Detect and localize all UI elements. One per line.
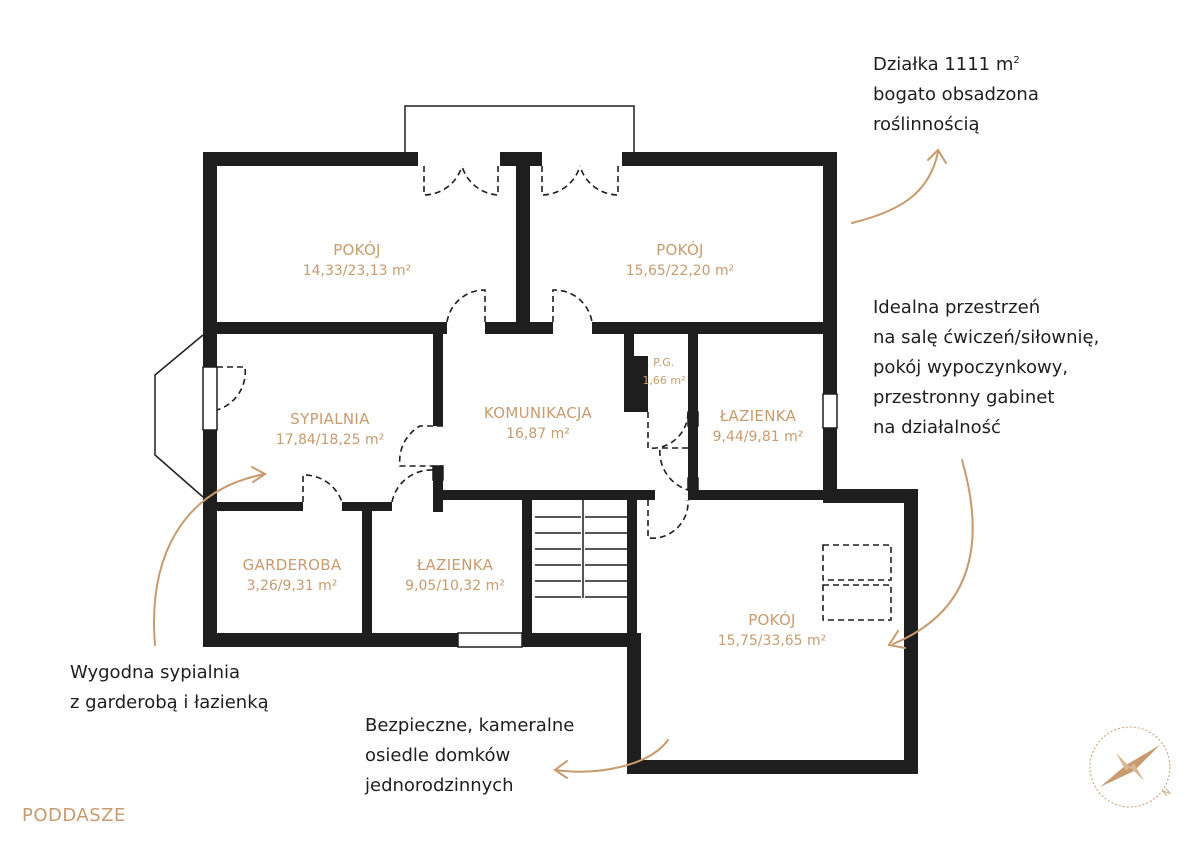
- annotation-arrows: [153, 148, 974, 779]
- room-name-pokoj-2: POKÓJ: [656, 240, 704, 259]
- room-area-lazienka-1: 9,44/9,81 m²: [713, 429, 804, 445]
- room-area-sypialnia: 17,84/18,25 m²: [276, 432, 385, 448]
- post: [432, 465, 444, 481]
- post: [687, 477, 699, 491]
- room-area-komunikacja: 16,87 m²: [506, 426, 570, 442]
- arrow-room-use: [892, 459, 974, 645]
- room-name-pg: P.G.: [653, 356, 675, 369]
- bay-window: [154, 334, 204, 498]
- room-name-garderoba: GARDEROBA: [243, 556, 342, 574]
- floor-label: PODDASZE: [22, 805, 126, 826]
- window-bathroom-east: [822, 393, 838, 429]
- skylight: [822, 544, 892, 581]
- room-name-lazienka-2: ŁAZIENKA: [416, 556, 494, 574]
- room-area-pg: 1,66 m²: [642, 374, 685, 387]
- room-name-pokoj-3: POKÓJ: [748, 610, 796, 629]
- note-bedroom: Wygodna sypialnia z garderobą i łazienką: [70, 662, 269, 713]
- room-area-pokoj-3: 15,75/33,65 m²: [718, 633, 827, 649]
- outer-walls: [203, 152, 918, 774]
- arrow-plot: [851, 151, 939, 224]
- room-name-komunikacja: KOMUNIKACJA: [484, 404, 593, 422]
- room-area-pokoj-2: 15,65/22,20 m²: [626, 263, 735, 279]
- svg-text:N: N: [1162, 787, 1174, 799]
- room-name-pokoj-1: POKÓJ: [333, 240, 381, 259]
- window-bathroom-south: [457, 632, 523, 648]
- note-estate: Bezpieczne, kameralne osiedle domków jed…: [365, 715, 575, 796]
- room-name-lazienka-1: ŁAZIENKA: [719, 407, 797, 425]
- doors: [216, 165, 689, 540]
- post: [687, 411, 699, 427]
- arrow-bedroom: [153, 473, 266, 646]
- room-name-sypialnia: SYPIALNIA: [290, 410, 370, 428]
- note-plot: Działka 1111 m2 bogato obsadzona roślinn…: [873, 54, 1039, 135]
- arrow-estate: [554, 739, 669, 773]
- interior-walls: [217, 162, 828, 638]
- room-area-pokoj-1: 14,33/23,13 m²: [303, 263, 412, 279]
- staircase: [535, 500, 627, 598]
- room-area-garderoba: 3,26/9,31 m²: [247, 578, 338, 594]
- skylight: [822, 584, 892, 621]
- note-room-use: Idealna przestrzeń na salę ćwiczeń/siłow…: [873, 297, 1100, 438]
- window-bedroom: [202, 366, 218, 431]
- compass-rose-icon: N: [1089, 726, 1174, 808]
- room-area-lazienka-2: 9,05/10,32 m²: [405, 578, 505, 594]
- balcony-outline: [404, 105, 635, 152]
